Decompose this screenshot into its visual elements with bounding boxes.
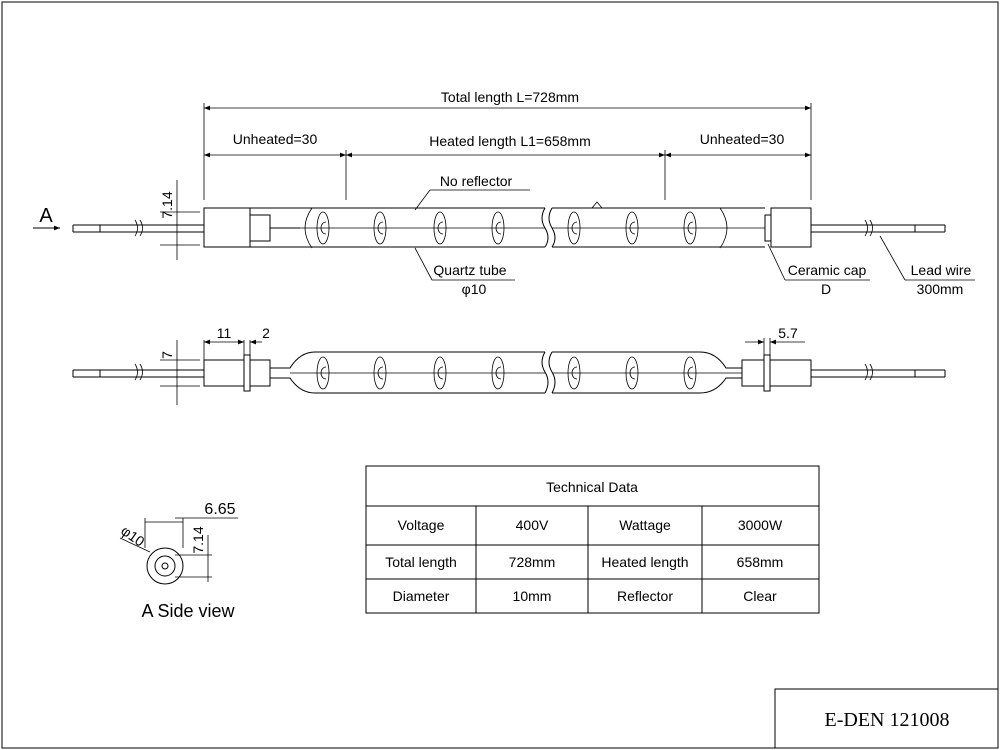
dim-2: 2 — [262, 325, 270, 341]
table-cell: 728mm — [509, 554, 556, 570]
a-side-view: 6.65 φ10 7.14 A Side view — [118, 501, 238, 621]
ceramic-cap-left — [203, 207, 251, 248]
table-cell: Wattage — [619, 517, 671, 533]
dim-11: 11 — [217, 325, 232, 341]
table-cell: 3000W — [738, 517, 783, 533]
total-length-label: Total length L=728mm — [441, 89, 579, 105]
table-title: Technical Data — [546, 479, 638, 495]
dim-7: 7 — [159, 351, 175, 359]
side-view-label: A Side view — [141, 601, 235, 621]
unheated-right-label: Unheated=30 — [700, 131, 785, 147]
ceramic-cap-label: Ceramic cap — [788, 262, 867, 278]
table-cell: Voltage — [398, 517, 445, 533]
table-cell: Diameter — [393, 588, 450, 604]
top-view: Total length L=728mm Unheated=30 Heated … — [33, 89, 975, 297]
ceramic-cap-code: D — [821, 281, 831, 297]
dim-7-14-top: 7.14 — [159, 191, 175, 218]
ceramic-cap-right — [770, 207, 812, 248]
side-dim-7-14: 7.14 — [190, 526, 206, 553]
quartz-tube-diameter: φ10 — [462, 281, 487, 297]
table-cell: 658mm — [737, 554, 784, 570]
table-cell: Total length — [385, 554, 457, 570]
lead-wire-label: Lead wire — [911, 262, 972, 278]
table-cell: Reflector — [617, 588, 673, 604]
table-cell: 400V — [516, 517, 549, 533]
heated-length-label: Heated length L1=658mm — [429, 133, 591, 149]
table-cell: 10mm — [513, 588, 552, 604]
unheated-left-label: Unheated=30 — [233, 131, 318, 147]
dim-5-7: 5.7 — [778, 325, 798, 341]
side-dim-6-65: 6.65 — [204, 501, 235, 518]
side-dim-phi10: φ10 — [118, 522, 148, 549]
drawing-code: E-DEN 121008 — [825, 709, 950, 731]
no-reflector-label: No reflector — [440, 173, 513, 189]
table-cell: Clear — [743, 588, 777, 604]
title-block: E-DEN 121008 — [774, 688, 999, 749]
lead-wire-length: 300mm — [917, 281, 964, 297]
technical-data-table: Technical Data Voltage 400V Wattage 3000… — [365, 465, 820, 614]
quartz-tube-label: Quartz tube — [433, 262, 506, 278]
side-profile-view: 7 11 2 — [72, 325, 946, 405]
table-cell: Heated length — [601, 554, 688, 570]
view-arrow-label: A — [39, 205, 53, 227]
